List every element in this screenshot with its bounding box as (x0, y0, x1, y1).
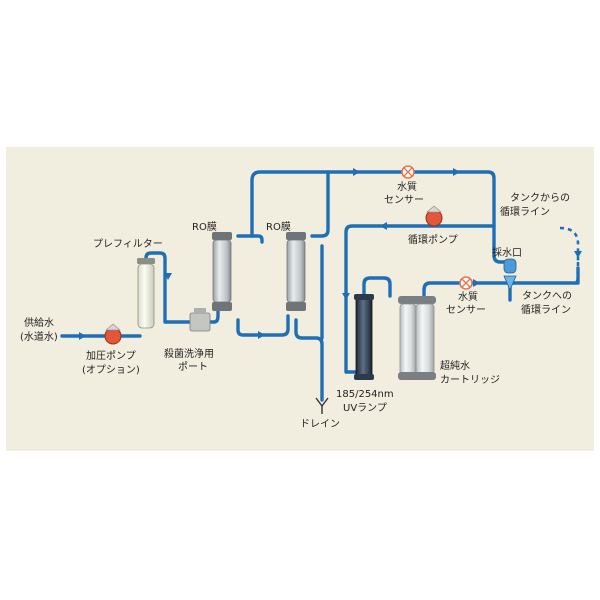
pipe-ro2-to-main (310, 170, 330, 238)
label-ultrapure-cartridge-2: カートリッジ (440, 374, 500, 386)
flow-arrow-feed (79, 332, 86, 340)
flow-arrow-prefilter (164, 273, 172, 280)
flow-arrow-outlet (473, 279, 480, 287)
pipe-dashed-from-tank (559, 226, 580, 262)
ro-membrane-2-icon (286, 232, 306, 311)
flow-arrow-top-1 (353, 168, 360, 176)
pipe-network (60, 168, 582, 402)
label-booster-pump-2: (オプション) (82, 364, 140, 376)
flow-arrow-dashed (574, 251, 582, 258)
label-booster-pump-1: 加圧ポンプ (86, 350, 136, 362)
sanitization-port-icon (189, 308, 211, 332)
dispense-valve-icon (503, 258, 517, 292)
label-quality-sensor-right-2: センサー (446, 304, 486, 316)
label-ro-membrane-2: RO膜 (266, 221, 291, 233)
uv-lamp-icon (354, 294, 374, 380)
recirculation-pump-icon (425, 205, 443, 227)
label-dispense-port: 採水口 (492, 246, 522, 259)
booster-pump-icon (104, 323, 122, 345)
drain-icon (315, 397, 329, 414)
label-prefilter: プレフィルター (93, 238, 163, 250)
pipe-cartridge-outlet (422, 266, 580, 302)
label-line-to-tank-1: タンクへの (522, 290, 572, 302)
label-uv-lamp-1: 185/254nm (336, 389, 394, 400)
pipe-dashed-to-tank (569, 262, 580, 285)
label-recirc-from-tank-1: タンクからの (510, 192, 570, 204)
label-feed-water-1: 供給水 (24, 316, 54, 329)
pipe-uv-to-cartridge (362, 276, 392, 302)
pipe-prefilter-outlet (144, 251, 194, 324)
flow-arrow-ro (258, 331, 265, 339)
ro-membrane-1-icon (212, 232, 232, 311)
quality-sensor-right-icon (459, 276, 473, 290)
label-sanitization-port-2: ポート (178, 361, 208, 373)
label-uv-lamp-2: UVランプ (343, 402, 387, 414)
ultrapure-cartridge-icon (398, 296, 436, 380)
pipe-recirculation (344, 224, 496, 374)
label-recirc-from-tank-2: 循環ライン (500, 205, 550, 218)
pipe-ro1-bottom-to-ro2 (236, 314, 290, 337)
label-quality-sensor-right-1: 水質 (458, 290, 478, 303)
label-sanitization-port-1: 殺菌洗浄用 (164, 347, 214, 360)
flow-arrow-uv (342, 293, 350, 300)
label-quality-sensor-top-2: センサー (384, 194, 424, 206)
flow-arrow-recirc (380, 222, 387, 230)
label-feed-water-2: (水道水) (20, 330, 58, 343)
pipe-main-top-line (250, 170, 508, 264)
label-line-to-tank-2: 循環ライン (521, 303, 571, 316)
flow-arrow-top-2 (453, 168, 460, 176)
label-ultrapure-cartridge-1: 超純水 (440, 359, 470, 372)
quality-sensor-top-icon (401, 165, 415, 179)
label-recirc-pump: 循環ポンプ (408, 233, 458, 246)
label-drain: ドレイン (300, 419, 340, 430)
label-ro-membrane-1: RO膜 (192, 221, 217, 233)
pipe-drain (294, 318, 324, 402)
prefilter-icon (137, 258, 155, 329)
label-quality-sensor-top-1: 水質 (397, 180, 417, 193)
diagram-labels: 供給水 (水道水) 加圧ポンプ (オプション) プレフィルター 殺菌洗浄用 ポー… (20, 180, 572, 430)
pipe-ro1-to-ro2 (236, 234, 264, 244)
